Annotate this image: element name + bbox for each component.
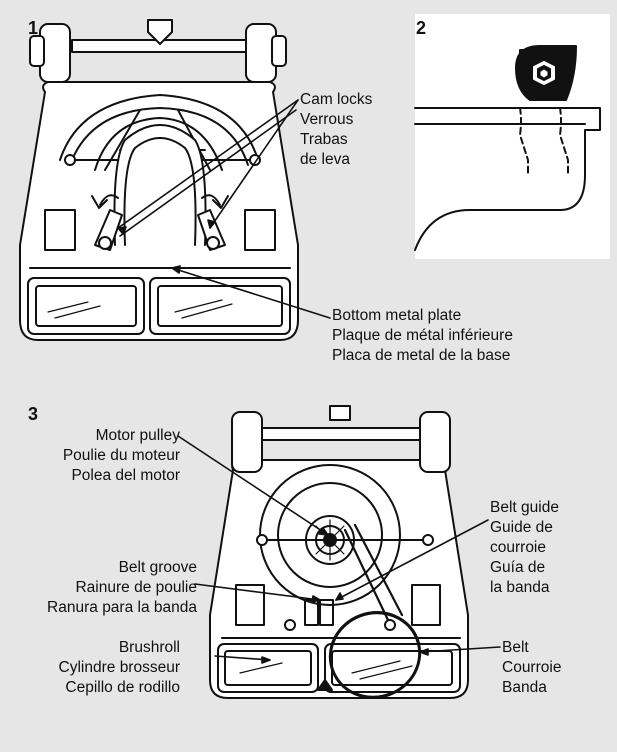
- label-belt-es: Banda: [502, 679, 547, 696]
- label-brushroll-es: Cepillo de rodillo: [65, 679, 180, 696]
- label-cam-locks: Cam locks Verrous Trabas de leva: [300, 90, 372, 170]
- label-belt-guide-fr-2: courroie: [490, 539, 546, 556]
- label-motor-pulley-es: Polea del motor: [71, 467, 180, 484]
- label-belt-guide-en: Belt guide: [490, 499, 559, 516]
- step-number-2: 2: [416, 18, 427, 38]
- label-belt-fr: Courroie: [502, 659, 562, 676]
- label-bottom-plate-en: Bottom metal plate: [332, 307, 462, 324]
- label-belt-groove: Belt groove Rainure de poulie Ranura par…: [47, 558, 197, 618]
- label-bottom-metal-plate: Bottom metal plate Plaque de métal infér…: [332, 306, 513, 366]
- label-motor-pulley-en: Motor pulley: [95, 427, 180, 444]
- leader-lines-3: [177, 435, 501, 664]
- label-bottom-plate-es: Placa de metal de la base: [332, 347, 511, 364]
- label-belt-en: Belt: [502, 639, 529, 656]
- label-brushroll: Brushroll Cylindre brosseur Cepillo de r…: [59, 638, 180, 698]
- label-belt-guide-fr-1: Guide de: [490, 519, 553, 536]
- label-belt-guide-es-1: Guía de: [490, 559, 546, 576]
- leader-lines-1: [117, 99, 331, 319]
- label-cam-locks-en: Cam locks: [300, 91, 373, 108]
- label-motor-pulley-fr: Poulie du moteur: [62, 447, 180, 464]
- vacuum-bottom-view-3: [209, 405, 469, 699]
- label-belt: Belt Courroie Banda: [502, 638, 561, 698]
- step-number-1: 1: [28, 18, 39, 38]
- label-belt-groove-es: Ranura para la banda: [47, 599, 197, 616]
- label-brushroll-en: Brushroll: [118, 639, 180, 656]
- label-belt-groove-en: Belt groove: [118, 559, 197, 576]
- label-bottom-plate-fr: Plaque de métal inférieure: [332, 327, 513, 344]
- label-brushroll-fr: Cylindre brosseur: [58, 659, 180, 676]
- hex-screw-icon: [515, 45, 577, 101]
- label-cam-locks-fr: Verrous: [300, 111, 354, 128]
- step-number-3: 3: [28, 404, 39, 424]
- label-belt-guide: Belt guide Guide de courroie Guía de la …: [490, 498, 559, 598]
- vacuum-bottom-view-1: [19, 19, 299, 341]
- label-motor-pulley: Motor pulley Poulie du moteur Polea del …: [63, 426, 180, 486]
- label-cam-locks-es-1: Trabas: [300, 131, 348, 148]
- label-belt-groove-fr: Rainure de poulie: [75, 579, 197, 596]
- side-view-2: [414, 14, 610, 259]
- label-belt-guide-es-2: la banda: [490, 579, 550, 596]
- label-cam-locks-es-2: de leva: [300, 151, 350, 168]
